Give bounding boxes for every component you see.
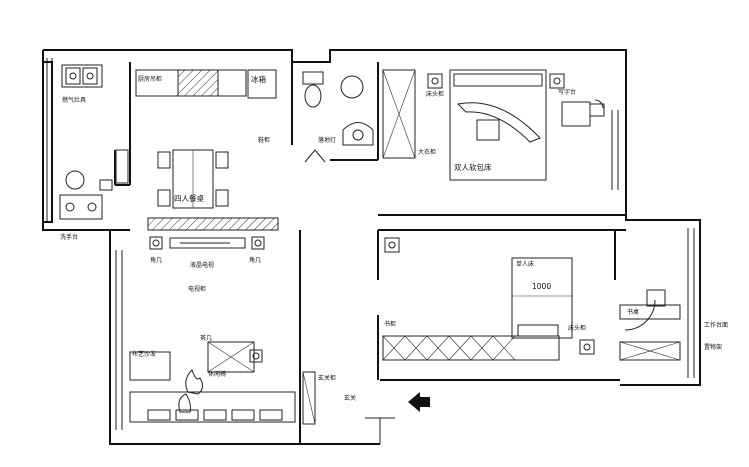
dining-table bbox=[157, 149, 229, 209]
label-bookcase: 书柜 bbox=[384, 321, 397, 328]
label-tea: 茶几 bbox=[200, 335, 213, 342]
label-size: 1000 bbox=[532, 282, 552, 291]
label-fridge: 冰箱 bbox=[251, 75, 266, 84]
label-washbasin: 洗手台 bbox=[60, 234, 79, 241]
label-entry: 玄关 bbox=[344, 395, 357, 402]
master-bedroom bbox=[382, 69, 605, 181]
label-desk2: 书桌 bbox=[627, 309, 640, 316]
label-wardrobe: 大衣柜 bbox=[418, 149, 437, 156]
label-sofa: 布艺沙发 bbox=[132, 351, 157, 358]
label-side-l: 角几 bbox=[150, 257, 163, 264]
label-storage: 置物架 bbox=[704, 344, 723, 351]
label-partition: 玄关柜 bbox=[318, 375, 337, 382]
label-tv-cab: 电视柜 bbox=[188, 286, 207, 293]
label-desk: 写字台 bbox=[558, 89, 577, 96]
label-chair: 休闲椅 bbox=[208, 371, 227, 378]
kitchen bbox=[59, 64, 277, 220]
label-shoe: 鞋柜 bbox=[258, 137, 271, 144]
label-nightstand: 床头柜 bbox=[426, 91, 445, 98]
label-side-r: 角几 bbox=[249, 257, 262, 264]
label-dining: 四人餐桌 bbox=[174, 194, 204, 203]
second-bedroom bbox=[382, 237, 681, 361]
interior-walls bbox=[43, 61, 626, 444]
bathroom bbox=[302, 71, 374, 163]
entry-arrow-icon bbox=[408, 392, 430, 412]
label-lamp: 落地灯 bbox=[318, 137, 337, 144]
label-tv: 液晶电视 bbox=[190, 262, 215, 269]
label-nightstand2: 床头柜 bbox=[568, 325, 587, 332]
label-single-bed: 单人床 bbox=[516, 261, 535, 268]
label-cabinet: 厨房吊柜 bbox=[138, 76, 163, 83]
label-double-bed: 双人软包床 bbox=[454, 163, 492, 172]
label-stove: 燃气灶具 bbox=[62, 97, 87, 104]
living-room bbox=[129, 236, 316, 425]
label-workbench: 工作台面 bbox=[704, 322, 729, 329]
hatched-partition bbox=[147, 217, 279, 231]
exterior-walls bbox=[42, 49, 701, 445]
